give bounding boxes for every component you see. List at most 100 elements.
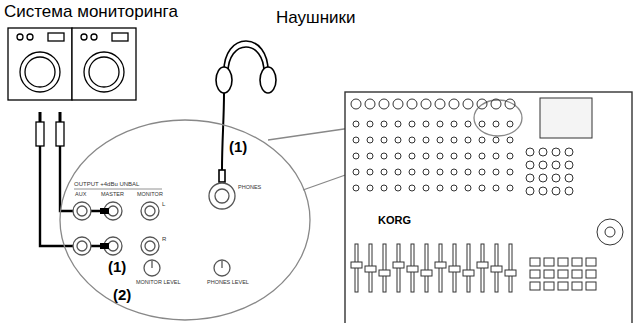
panel-button: [565, 161, 573, 169]
channel-knob: [507, 185, 513, 191]
channel-knob: [423, 137, 429, 143]
panel-key: [558, 270, 568, 278]
channel-knob: [409, 121, 415, 127]
channel-knob: [451, 169, 457, 175]
channel-knob: [451, 153, 457, 159]
input-jack: [421, 99, 431, 109]
panel-button: [526, 148, 534, 156]
fader-cap: [351, 262, 362, 268]
channel-knob: [409, 137, 415, 143]
panel-label: MONITOR LEVEL: [136, 279, 181, 285]
input-jack: [365, 99, 375, 109]
panel-button: [565, 174, 573, 182]
channel-knob: [423, 121, 429, 127]
channel-knob: [409, 153, 415, 159]
channel-knob: [367, 185, 373, 191]
callout-number: (1): [229, 139, 247, 156]
channel-knob: [493, 153, 499, 159]
channel-knob: [353, 169, 359, 175]
channel-knob: [479, 121, 485, 127]
input-jack: [407, 99, 417, 109]
fader-cap: [463, 270, 474, 276]
panel-key: [544, 282, 554, 290]
channel-knob: [493, 121, 499, 127]
fader-cap: [449, 266, 460, 272]
channel-knob: [479, 169, 485, 175]
channel-knob: [437, 169, 443, 175]
channel-knob: [465, 121, 471, 127]
channel-knob: [353, 137, 359, 143]
panel-label: PHONES: [238, 184, 261, 190]
callout-number: (1): [108, 259, 126, 276]
channel-knob: [353, 153, 359, 159]
panel-label: R: [162, 236, 166, 243]
panel-button: [539, 187, 547, 195]
monitor-speakers: [8, 28, 136, 100]
channel-knob: [367, 153, 373, 159]
plug-ends: [100, 208, 109, 249]
panel-label: MONITOR: [137, 191, 163, 197]
channel-knob: [381, 185, 387, 191]
channel-knob: [507, 121, 513, 127]
channel-knob: [451, 185, 457, 191]
input-jack: [351, 99, 361, 109]
input-jack: [449, 99, 459, 109]
channel-knob: [493, 137, 499, 143]
channel-knob: [381, 153, 387, 159]
fader-cap: [491, 266, 502, 272]
fader-slot: [425, 244, 428, 292]
panel-button: [526, 187, 534, 195]
panel-label: AUX: [75, 191, 86, 197]
node-label: Наушники: [276, 8, 358, 28]
panel-key: [586, 270, 596, 278]
panel-button: [526, 174, 534, 182]
channel-knob: [367, 121, 373, 127]
channel-knob: [395, 153, 401, 159]
channel-knob: [437, 185, 443, 191]
channel-knob: [507, 153, 513, 159]
channel-knob: [493, 185, 499, 191]
speaker-title-node: Система мониторинга: [4, 2, 180, 22]
panel-label: MASTER: [101, 191, 124, 197]
channel-knob: [437, 137, 443, 143]
channel-knob: [465, 169, 471, 175]
fader-cap: [505, 270, 516, 276]
fader-slot: [467, 244, 470, 292]
channel-knob: [381, 121, 387, 127]
channel-knob: [451, 137, 457, 143]
fader-cap: [393, 262, 404, 268]
input-jack: [379, 99, 389, 109]
panel-key: [558, 258, 568, 266]
panel-key: [572, 270, 582, 278]
channel-knob: [479, 185, 485, 191]
channel-knob: [507, 137, 513, 143]
panel-key: [558, 282, 568, 290]
fader-cap: [435, 262, 446, 268]
fader-cap: [379, 270, 390, 276]
channel-knob: [381, 137, 387, 143]
panel-label: PHONES LEVEL: [207, 279, 249, 285]
channel-knob: [437, 121, 443, 127]
channel-knob: [465, 137, 471, 143]
input-jack: [393, 99, 403, 109]
mixer-recorder: [345, 92, 632, 323]
channel-knob: [353, 185, 359, 191]
fader-slot: [383, 244, 386, 292]
fader-cap: [365, 266, 376, 272]
headphones-title-node: Наушники: [276, 8, 358, 28]
channel-knob: [409, 185, 415, 191]
panel-button: [539, 148, 547, 156]
channel-knob: [465, 185, 471, 191]
input-jack: [491, 99, 501, 109]
input-jack: [435, 99, 445, 109]
panel-button: [552, 161, 560, 169]
panel-button: [565, 148, 573, 156]
channel-knob: [493, 169, 499, 175]
channel-knob: [367, 137, 373, 143]
panel-label: L: [162, 201, 165, 208]
node-label: Система мониторинга: [4, 2, 180, 22]
panel-button: [552, 187, 560, 195]
input-jack: [477, 99, 487, 109]
fader-cap: [421, 270, 432, 276]
